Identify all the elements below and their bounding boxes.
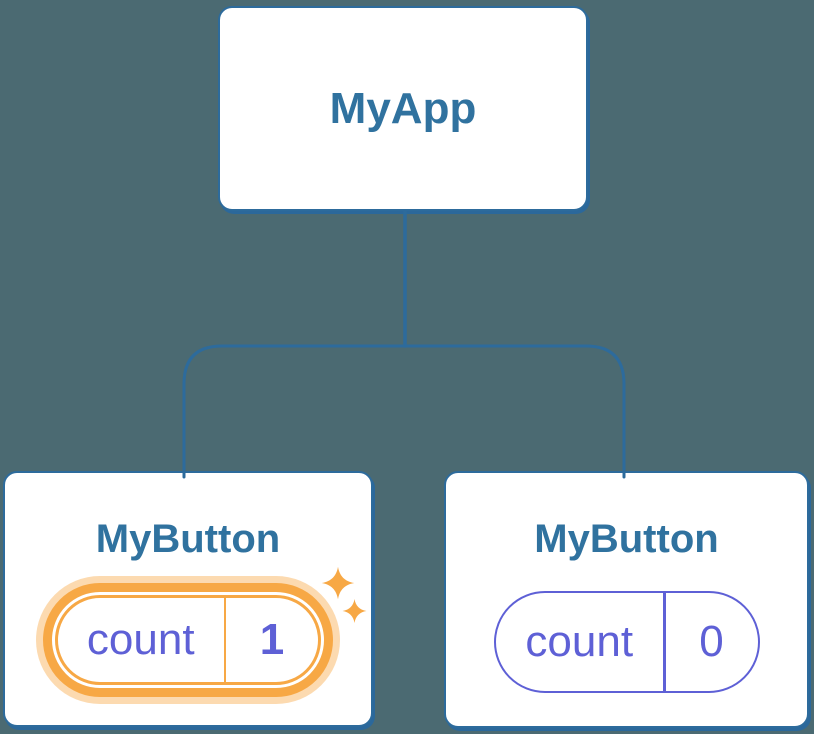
state-highlight-ring: count 1 (43, 583, 333, 697)
state-pill: count 0 (493, 591, 760, 693)
state-pill-highlighted: count 1 (55, 595, 321, 685)
pill-divider (663, 593, 666, 691)
sparkle-icon (321, 566, 355, 600)
mybutton-node-highlighted: MyButton count 1 (3, 471, 373, 727)
state-value: 1 (259, 615, 285, 664)
myapp-node-title: MyApp (329, 83, 477, 133)
pill-divider (223, 598, 226, 682)
myapp-node: MyApp (218, 6, 588, 211)
state-value: 0 (699, 617, 724, 666)
sparkle-icon (342, 599, 367, 623)
state-key-label: count (86, 615, 195, 664)
mybutton-node-title: MyButton (534, 517, 719, 561)
mybutton-node-title: MyButton (95, 517, 281, 561)
mybutton-node: MyButton count 0 (444, 471, 809, 728)
state-key-label: count (525, 617, 634, 666)
